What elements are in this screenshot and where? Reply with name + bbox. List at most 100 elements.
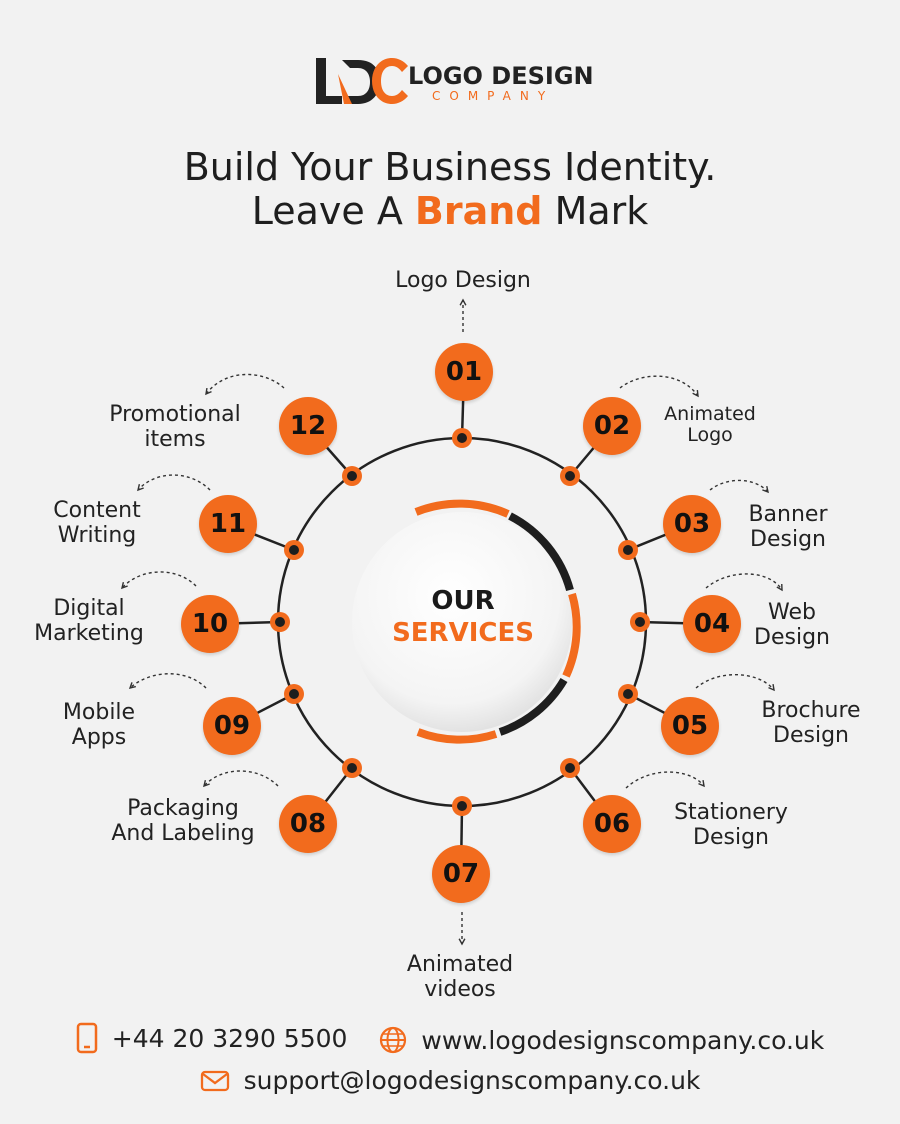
arrow-head-04 [776, 583, 783, 592]
service-label-line: Web [768, 600, 816, 625]
center-title-line-1: OUR [431, 586, 495, 616]
headline-line-1: Build Your Business Identity. [183, 145, 717, 189]
ldc-logo-mark-icon [316, 58, 408, 104]
contact-row-1: +44 20 3290 5500 www.logodesignscompany.… [0, 1022, 900, 1060]
ring-dot-center-09 [289, 689, 299, 699]
service-label-line: Design [693, 825, 769, 850]
headline-line-2-pre: Leave A [251, 189, 415, 233]
service-label-line: Apps [71, 725, 127, 750]
service-label-line: Brochure [761, 698, 861, 723]
ring-dot-center-04 [635, 617, 645, 627]
center-arcs [414, 499, 581, 744]
service-label-line: Content [53, 498, 141, 523]
dashed-arrow-09 [129, 673, 207, 689]
dashed-arrow-02 [619, 375, 699, 397]
center-title: OUR SERVICES [355, 585, 571, 649]
ring-dot-center-12 [347, 471, 357, 481]
service-label-01: Logo Design [313, 268, 613, 293]
dashed-arrow-11 [137, 474, 211, 491]
service-label-line: Logo [687, 424, 733, 446]
arrow-head-08 [203, 780, 210, 788]
service-number-10: 10 [181, 595, 239, 653]
service-number-07: 07 [432, 845, 490, 903]
phone-number: +44 20 3290 5500 [111, 1023, 348, 1053]
service-label-line: Digital [53, 596, 125, 621]
email-address: support@logodesignscompany.co.uk [243, 1066, 701, 1095]
center-title-line-2: SERVICES [392, 618, 534, 648]
center-arc-orange-top [414, 499, 510, 518]
service-number-05: 05 [661, 697, 719, 755]
service-label-line: Animated [406, 952, 514, 977]
service-label-line: videos [424, 977, 496, 1002]
arrow-head-06 [698, 779, 705, 788]
service-label-line: Design [750, 527, 826, 552]
service-number-08: 08 [279, 795, 337, 853]
phone-contact[interactable]: +44 20 3290 5500 [76, 1022, 348, 1054]
ring-dot-center-11 [289, 545, 299, 555]
dashed-arrow-03 [709, 479, 769, 493]
website-contact[interactable]: www.logodesignscompany.co.uk [379, 1026, 824, 1055]
website-url: www.logodesignscompany.co.uk [421, 1025, 825, 1055]
dashed-arrow-10 [121, 571, 197, 589]
service-label-line: Mobile [62, 700, 136, 725]
ring-dot-center-07 [457, 801, 467, 811]
service-label-line: Marketing [34, 621, 144, 646]
mobile-phone-icon [76, 1022, 98, 1054]
service-number-12: 12 [279, 397, 337, 455]
ring-dot-center-05 [623, 689, 633, 699]
ring-dot-center-10 [275, 617, 285, 627]
center-arc-dark-bottom [498, 677, 568, 736]
service-label-line: Logo Design [395, 268, 531, 293]
arrow-head-12 [205, 387, 212, 396]
center-arc-orange-bottom [416, 728, 498, 744]
arrow-head-05 [768, 683, 775, 692]
service-label-line: Design [754, 625, 830, 650]
service-number-09: 09 [203, 697, 261, 755]
service-number-11: 11 [199, 495, 257, 553]
headline-brand-word: Brand [414, 189, 543, 233]
service-label-line: Packaging [127, 796, 239, 821]
headline: Build Your Business Identity. Leave A Br… [0, 145, 900, 233]
arrow-head-02 [692, 389, 699, 398]
ring-dot-center-06 [565, 763, 575, 773]
ring-dot-center-01 [457, 433, 467, 443]
arrow-head-03 [762, 485, 769, 494]
service-number-02: 02 [583, 397, 641, 455]
arrow-head-10 [121, 582, 128, 590]
center-arc-dark-top [508, 512, 574, 592]
dashed-arrow-12 [205, 373, 285, 395]
service-label-line: Writing [57, 523, 137, 548]
service-label-line: Promotional [109, 402, 241, 427]
service-label-line: items [144, 427, 206, 452]
brand-subtitle: COMPANY [432, 89, 555, 103]
brand-logo: LOGO DESIGN COMPANY [312, 52, 602, 110]
service-label-line: Banner [748, 502, 828, 527]
ring-dot-center-08 [347, 763, 357, 773]
envelope-icon [200, 1070, 229, 1091]
service-number-01: 01 [435, 343, 493, 401]
brand-name: LOGO DESIGN [408, 62, 594, 90]
service-label-line: Animated [664, 403, 756, 425]
headline-line-2-post: Mark [542, 189, 649, 233]
service-number-04: 04 [683, 595, 741, 653]
email-contact[interactable]: support@logodesignscompany.co.uk [200, 1066, 701, 1095]
arrow-head-07 [458, 938, 466, 946]
center-circle [352, 512, 572, 732]
dashed-arrow-06 [625, 771, 705, 789]
ring-dot-center-03 [623, 545, 633, 555]
service-label-line: Stationery [674, 800, 788, 825]
arrow-head-01 [459, 298, 467, 306]
arrow-head-09 [128, 682, 136, 689]
service-label-line: And Labeling [111, 821, 255, 846]
